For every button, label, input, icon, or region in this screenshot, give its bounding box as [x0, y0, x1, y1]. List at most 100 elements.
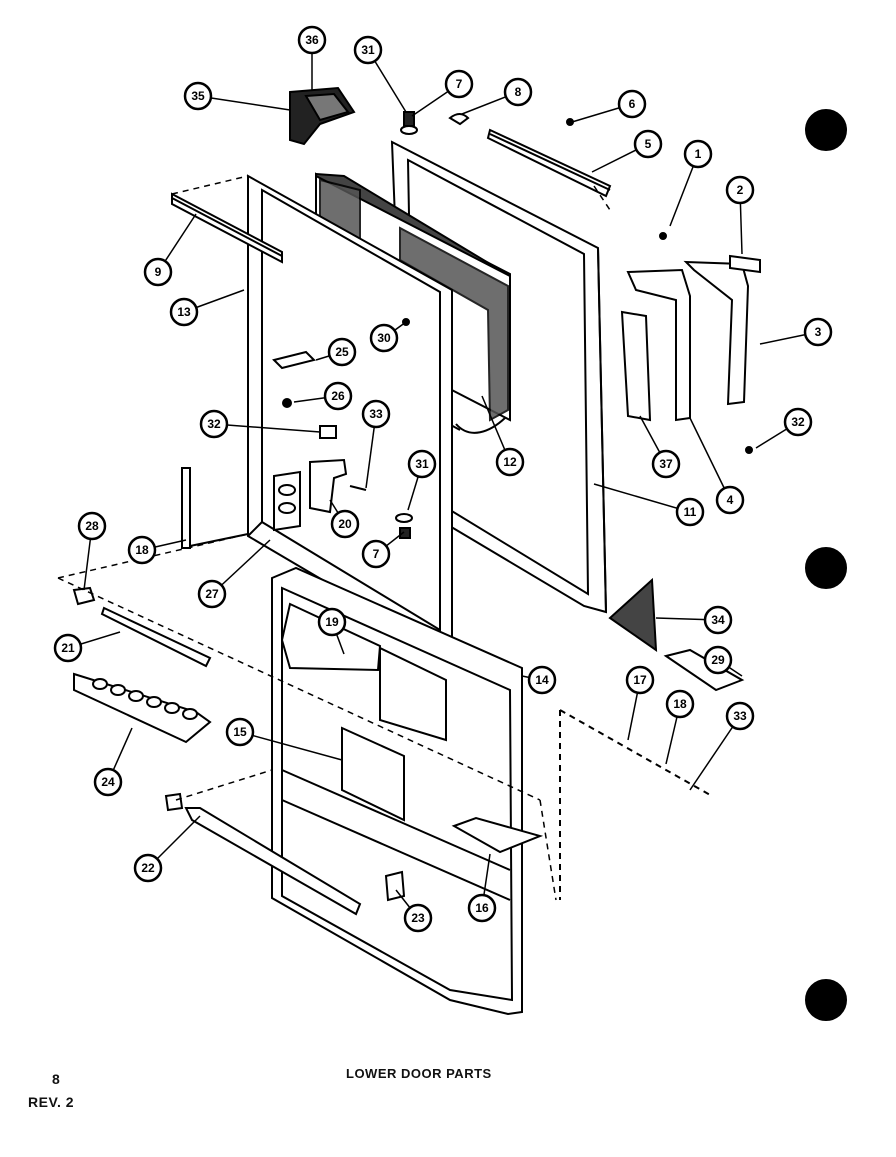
callout-28: 28 [77, 511, 107, 591]
callout-number: 8 [515, 85, 522, 99]
right-side-brackets [620, 232, 761, 454]
callout-bubble [665, 689, 695, 719]
callout-32: 32 [755, 407, 813, 449]
hinge-bracket [289, 86, 356, 146]
callout-bubble [703, 645, 733, 675]
callout-number: 16 [475, 901, 489, 915]
callout-number: 33 [369, 407, 383, 421]
revision-label: REV. 2 [28, 1094, 75, 1110]
callout-23: 23 [395, 889, 433, 933]
callout-number: 4 [727, 493, 734, 507]
callout-bubble [361, 399, 391, 429]
callout-number: 13 [177, 305, 191, 319]
top-trim [171, 192, 283, 264]
callout-bubble [444, 69, 474, 99]
bottom-handle [164, 792, 362, 916]
mid-fasteners [272, 318, 413, 539]
callout-24: 24 [93, 727, 133, 797]
callout-30: 30 [369, 321, 407, 353]
callout-bubble [330, 509, 360, 539]
callout-7: 7 [361, 531, 405, 569]
callout-3: 3 [759, 317, 833, 347]
callout-number: 15 [233, 725, 247, 739]
callout-number: 32 [791, 415, 805, 429]
callout-bubble [625, 665, 655, 695]
callout-bubble [53, 633, 83, 663]
callout-bubble [651, 449, 681, 479]
callout-number: 30 [377, 331, 391, 345]
callout-number: 37 [659, 457, 673, 471]
callout-leader-line [593, 483, 691, 513]
callout-bubble [225, 717, 255, 747]
callout-18: 18 [127, 535, 187, 565]
callout-bubble [683, 139, 713, 169]
callout-bubble [467, 893, 497, 923]
callout-bubble [323, 381, 353, 411]
callout-number: 35 [191, 89, 205, 103]
callout-bubble [197, 579, 227, 609]
callout-number: 7 [373, 547, 380, 561]
callout-leader-line [197, 95, 291, 111]
top-fasteners [400, 111, 574, 135]
callout-bubble [715, 485, 745, 515]
callout-leader-line [213, 423, 321, 433]
callout-number: 29 [711, 653, 725, 667]
callout-number: 17 [633, 673, 647, 687]
callout-number: 36 [305, 33, 319, 47]
callout-17: 17 [625, 665, 655, 741]
callout-number: 26 [331, 389, 345, 403]
callout-21: 21 [53, 631, 121, 663]
callout-number: 32 [207, 417, 221, 431]
callout-14: 14 [521, 665, 557, 695]
callout-bubble [617, 89, 647, 119]
callout-number: 7 [456, 77, 463, 91]
callout-31: 31 [353, 35, 407, 113]
binding-hole-top [805, 109, 847, 151]
callout-bubble [93, 767, 123, 797]
callout-33: 33 [361, 399, 391, 489]
callout-bubble [369, 323, 399, 353]
callout-bubble [407, 449, 437, 479]
callout-25: 25 [315, 337, 357, 367]
callout-27: 27 [197, 539, 271, 609]
callout-bubble [783, 407, 813, 437]
callout-bubble [527, 665, 557, 695]
callout-12: 12 [481, 395, 525, 477]
callout-bubble [183, 81, 213, 111]
callout-number: 2 [737, 183, 744, 197]
callout-18: 18 [665, 689, 695, 765]
callout-number: 19 [325, 615, 339, 629]
callout-bubble [327, 337, 357, 367]
callout-bubble [725, 701, 755, 731]
door-parts-artwork [57, 86, 847, 1021]
callout-5: 5 [591, 129, 663, 173]
callout-leader-line [689, 417, 731, 501]
callout-bubble [77, 511, 107, 541]
lower-door-panel [271, 566, 523, 1016]
callout-number: 5 [645, 137, 652, 151]
callout-35: 35 [183, 81, 291, 111]
callout-number: 3 [815, 325, 822, 339]
callout-4: 4 [689, 417, 745, 515]
callout-34: 34 [655, 605, 733, 635]
callout-number: 22 [141, 861, 155, 875]
callout-number: 20 [338, 517, 352, 531]
callout-bubble [361, 539, 391, 569]
callout-leader-line [689, 715, 741, 791]
callout-bubble [317, 607, 347, 637]
callout-15: 15 [225, 717, 343, 761]
callout-bubble [403, 903, 433, 933]
callout-number: 1 [695, 147, 702, 161]
callout-number: 14 [535, 673, 549, 687]
callout-number: 21 [61, 641, 75, 655]
callout-11: 11 [593, 483, 705, 527]
callout-1: 1 [669, 139, 713, 227]
callout-leader-line [239, 731, 343, 761]
callout-bubble [297, 25, 327, 55]
callout-19: 19 [317, 607, 347, 655]
callout-number: 28 [85, 519, 99, 533]
callout-number: 6 [629, 97, 636, 111]
callout-number: 25 [335, 345, 349, 359]
